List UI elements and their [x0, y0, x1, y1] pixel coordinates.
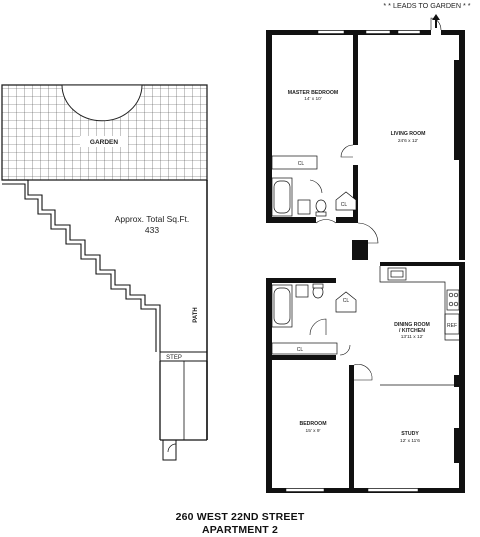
closet-label-3: CL: [343, 298, 350, 304]
closet-master: [271, 155, 318, 170]
fixtures: [271, 155, 460, 355]
closet-label-1: CL: [298, 161, 305, 167]
living-room-label: LIVING ROOM: [391, 131, 426, 137]
study-label: STUDY: [401, 431, 419, 437]
area-value: 433: [145, 225, 159, 235]
address-caption: 260 WEST 22ND STREET: [175, 511, 305, 523]
leads-to-garden-marker: * * LEADS TO GARDEN * *: [383, 1, 471, 28]
dining-kitchen-dim: 13'11 x 12': [401, 334, 424, 340]
dining-kitchen-label2: / KITCHEN: [399, 328, 425, 334]
dining-kitchen-label: DINING ROOM: [394, 322, 430, 328]
closet-bedroom: [271, 342, 338, 355]
ref-label: REF: [447, 323, 457, 329]
yard-outline: [2, 179, 208, 461]
step-label: STEP: [166, 355, 182, 361]
sink-icon: [297, 199, 311, 215]
area-label: Approx. Total Sq.Ft.: [115, 214, 190, 224]
leads-to-garden-label: * * LEADS TO GARDEN * *: [383, 1, 470, 10]
toilet-icon: [315, 199, 327, 213]
closet-label-2: CL: [341, 202, 348, 208]
garden-label: GARDEN: [90, 139, 118, 146]
living-room-dim: 24'6 x 12': [398, 138, 418, 144]
arrow-up-icon: [432, 14, 440, 28]
master-bedroom-dim: 14' x 10': [304, 96, 322, 102]
windows: [285, 30, 421, 492]
garden-area: GARDEN: [1, 84, 208, 181]
bedroom-label: BEDROOM: [299, 421, 326, 427]
closet-label-4: CL: [297, 347, 304, 353]
apartment-caption: APARTMENT 2: [201, 524, 279, 536]
door-swings: [309, 17, 442, 381]
stove-icon: [446, 289, 460, 311]
path-label: PATH: [193, 307, 199, 322]
study-dim: 12' x 11'6: [400, 438, 420, 444]
apartment-walls: [266, 30, 465, 493]
kitchen-counter: [379, 266, 459, 341]
garden-fountain: [61, 84, 143, 122]
sink-lower-icon: [295, 284, 309, 298]
bedroom-dim: 15' x 9': [306, 428, 321, 434]
master-bedroom-label: MASTER BEDROOM: [288, 90, 338, 96]
